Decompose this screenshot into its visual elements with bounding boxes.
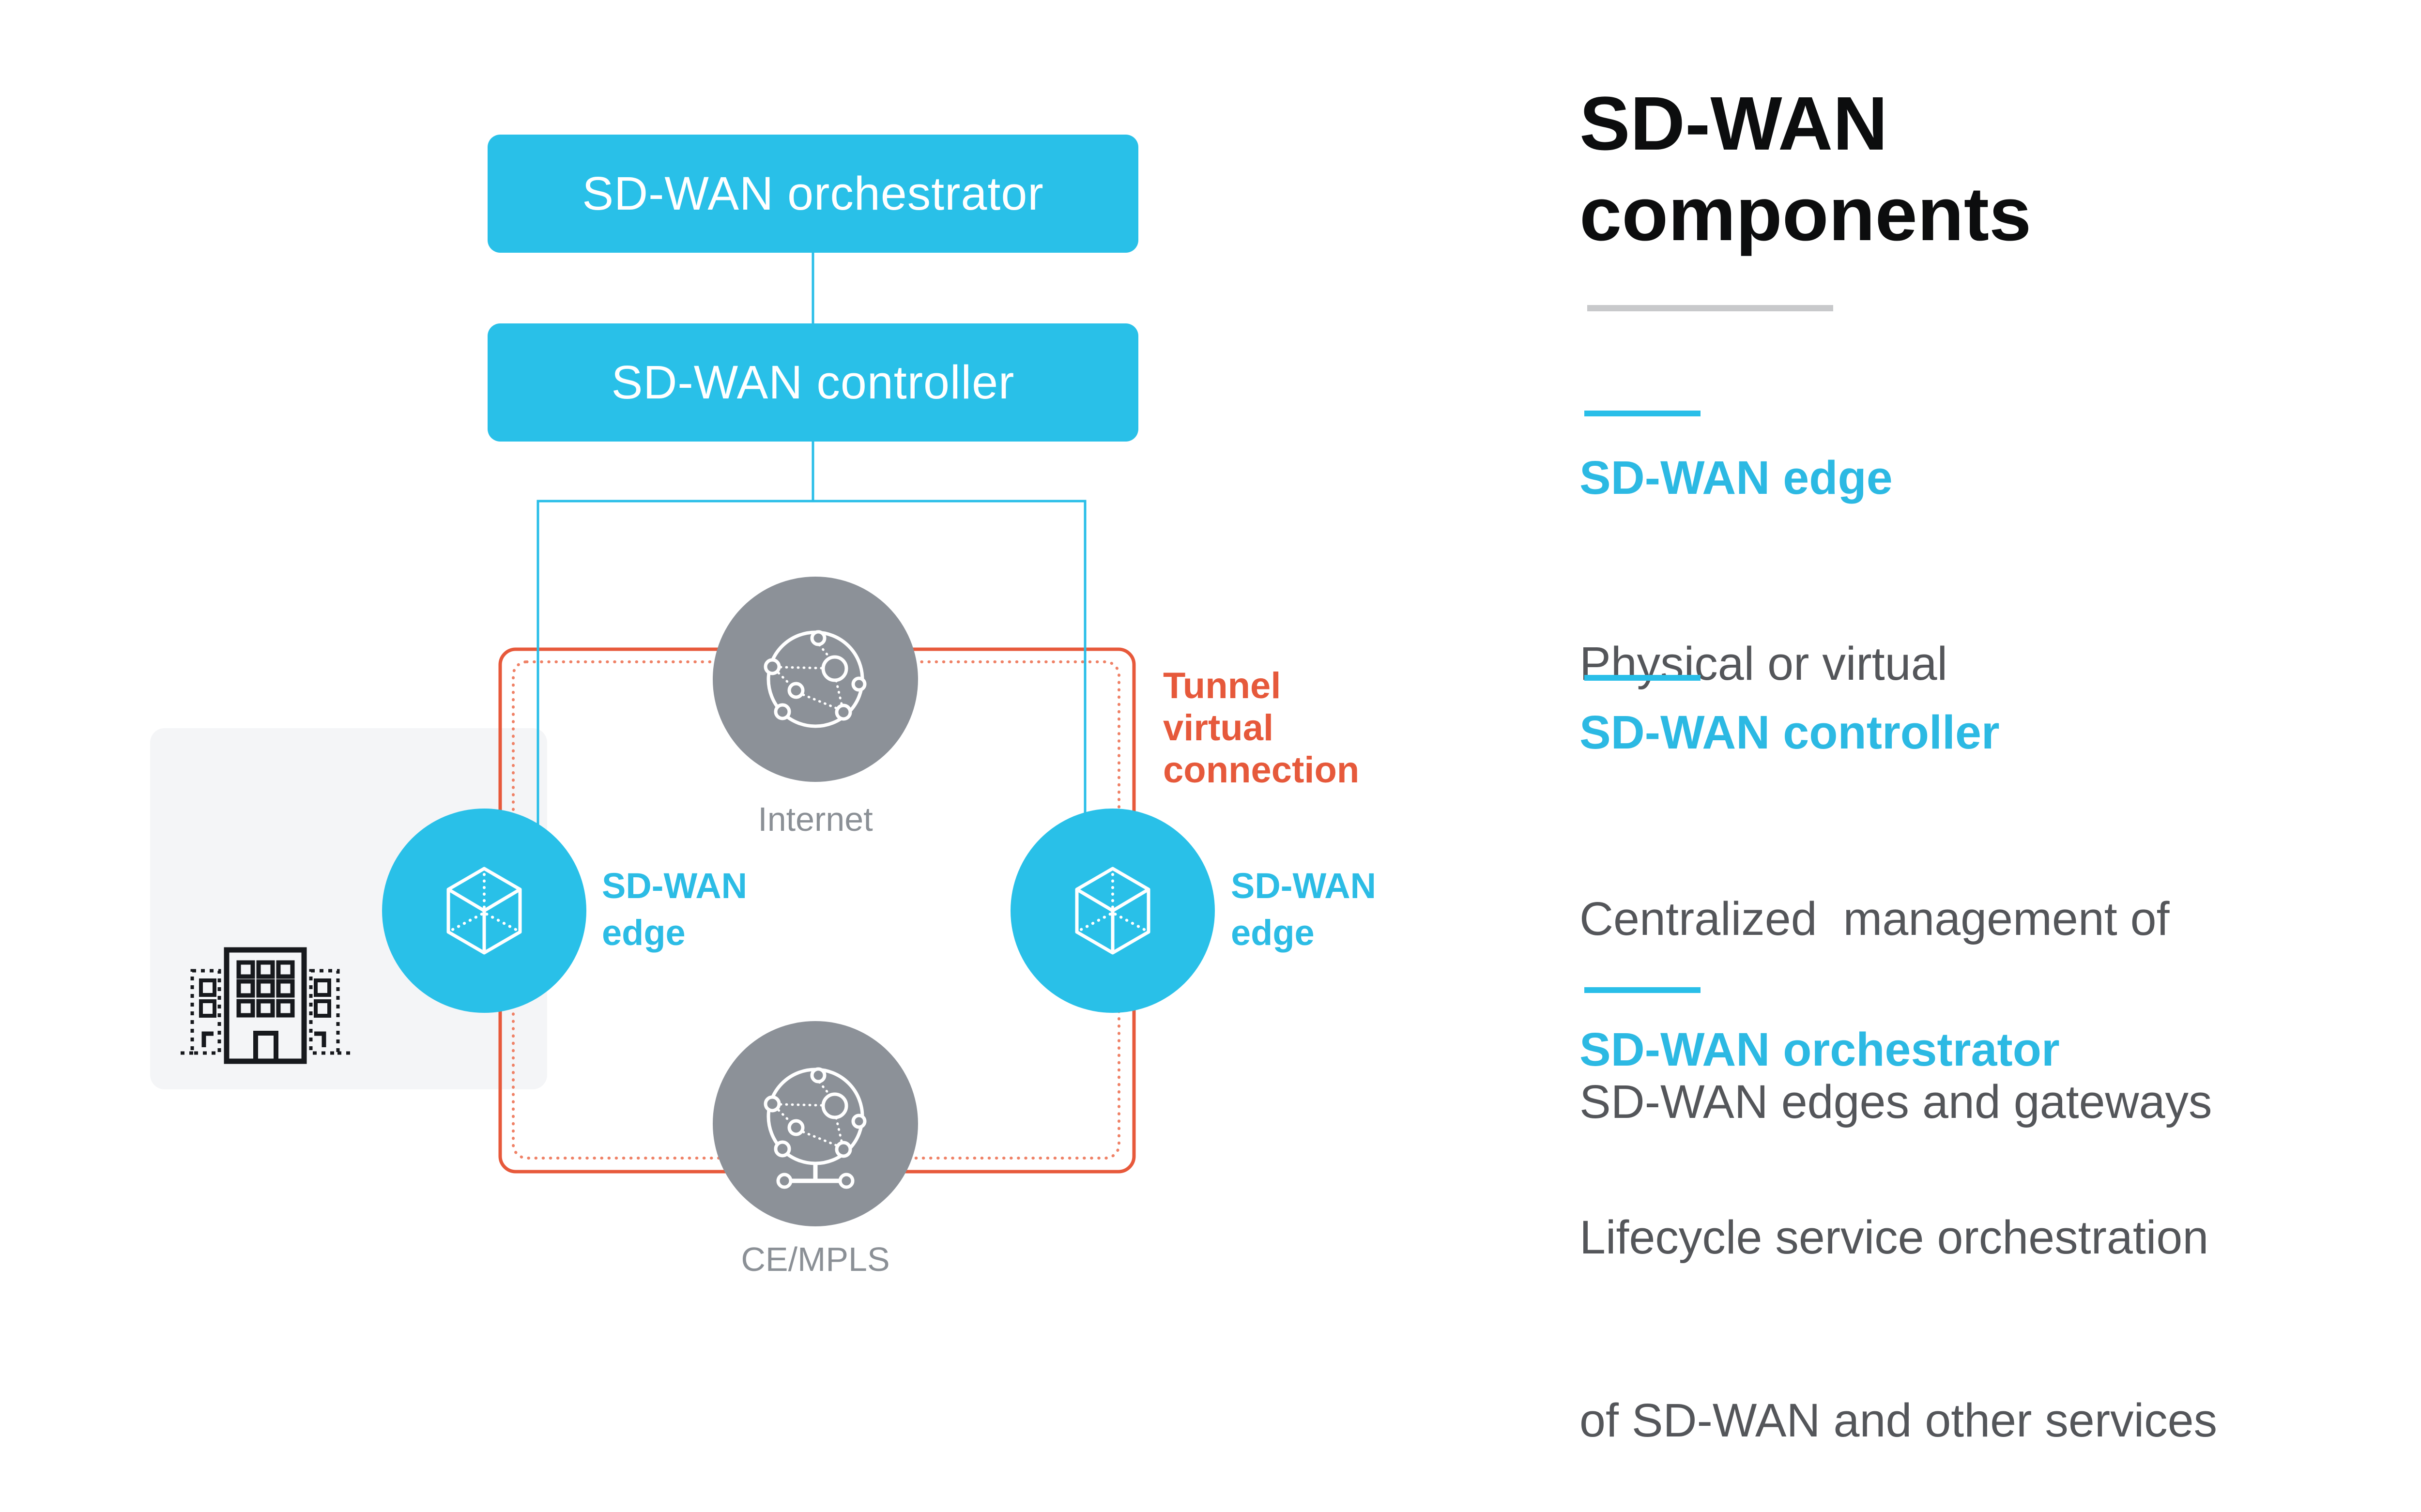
section-body-edge: Physical or virtual (1579, 511, 1947, 755)
ce-mpls-label: CE/MPLS (741, 1240, 890, 1278)
tunnel-label-line2: virtual (1163, 707, 1274, 748)
section-heading-controller: SD-WAN controller (1579, 706, 2000, 759)
sdwan-edge-node-right (1011, 809, 1215, 1013)
edge-label-line2: edge (1231, 913, 1315, 953)
sdwan-edge-label-left: SD-WAN edge (602, 862, 747, 956)
section-body-line: SD-WAN edges and gateways (1579, 1075, 2212, 1128)
network-globe-icon (764, 630, 867, 728)
page-title-line1: SD-WAN (1579, 81, 1888, 166)
sdwan-edge-label-right: SD-WAN edge (1231, 862, 1376, 956)
bracket-to-edges (536, 500, 1087, 833)
sdwan-edge-node-left (382, 809, 586, 1013)
cube-wireframe-icon (1075, 867, 1150, 955)
section-body-orchestrator: Lifecycle service orchestration of SD-WA… (1579, 1085, 2217, 1512)
section-body-line: Lifecycle service orchestration (1579, 1211, 2209, 1264)
edge-label-line2: edge (602, 913, 686, 953)
controller-box-label: SD-WAN controller (611, 356, 1015, 409)
section-body-line: Centralized management of (1579, 892, 2170, 945)
cube-wireframe-icon (446, 867, 522, 955)
section-body-line: of SD-WAN and other services (1579, 1394, 2218, 1447)
page-title-line2: components (1579, 172, 2032, 257)
page-title: SD-WAN components (1579, 78, 2031, 260)
section-accent-bar (1584, 411, 1701, 416)
edge-label-line1: SD-WAN (602, 866, 748, 906)
office-building-icon (181, 947, 350, 1064)
title-divider (1587, 305, 1833, 311)
ce-mpls-node (713, 1021, 918, 1226)
section-body-line: Physical or virtual (1579, 637, 1948, 690)
internet-label: Internet (758, 800, 873, 838)
internet-node (713, 577, 918, 782)
section-accent-bar (1584, 675, 1701, 681)
orchestrator-box-label: SD-WAN orchestrator (582, 167, 1044, 220)
tunnel-label-line3: connection (1163, 749, 1360, 791)
section-accent-bar (1584, 987, 1701, 993)
edge-label-line1: SD-WAN (1231, 866, 1377, 906)
tunnel-label-line1: Tunnel (1163, 665, 1281, 706)
sdwan-infographic: { "colors": { "cyan_fill": "#29C0E8", "c… (150, 78, 2218, 1447)
tunnel-virtual-connection-label: Tunnel virtual connection (1163, 665, 1359, 791)
orchestrator-box: SD-WAN orchestrator (488, 135, 1138, 253)
network-globe-lan-icon (764, 1067, 867, 1189)
controller-box: SD-WAN controller (488, 323, 1138, 442)
section-heading-edge: SD-WAN edge (1579, 451, 1893, 504)
section-body-controller: Centralized management of SD-WAN edges a… (1579, 766, 2212, 1193)
section-heading-orchestrator: SD-WAN orchestrator (1579, 1023, 2060, 1076)
